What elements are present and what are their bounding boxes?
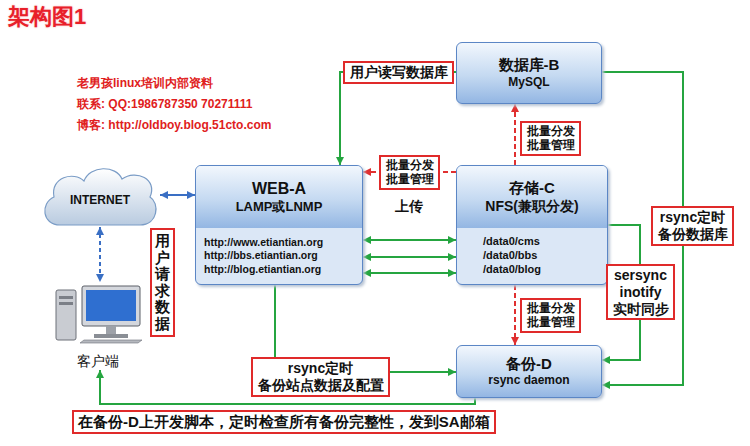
connector-label: 用户读写数据库 bbox=[343, 61, 454, 84]
box-body: /data0/cms/data0/bbs/data0/blog bbox=[457, 228, 607, 284]
connector-label: rsync定时 备份站点数据及配置 bbox=[251, 357, 390, 397]
node-title: 客户端 bbox=[50, 353, 145, 371]
watermark-text: 联系: QQ:1986787350 70271111 bbox=[75, 97, 254, 111]
connector-line bbox=[363, 256, 456, 258]
upload-note: 上传 bbox=[395, 198, 423, 215]
cloud-outline bbox=[45, 169, 156, 225]
monitor-screen bbox=[86, 290, 136, 321]
internet-cloud: INTERNET bbox=[40, 163, 160, 227]
monitor-stand bbox=[106, 326, 116, 334]
backup-box: 备份-Drsync daemon bbox=[456, 345, 602, 398]
node-title: 数据库-B bbox=[499, 56, 560, 75]
node-text: /data0/bbs bbox=[483, 249, 607, 263]
diagram-title: 架构图1 bbox=[8, 4, 86, 30]
node-text: http://bbs.etiantian.org bbox=[204, 249, 362, 262]
database-box: 数据库-BMySQL bbox=[456, 42, 602, 104]
node-text: rsync daemon bbox=[488, 373, 569, 388]
node-text: http://blog.etiantian.org bbox=[204, 263, 362, 276]
node-text: LAMP或LNMP bbox=[236, 199, 323, 215]
connector-line bbox=[514, 104, 516, 165]
connector-label: 批量分发 批量管理 bbox=[379, 155, 440, 190]
connector-label: 批量分发 批量管理 bbox=[520, 298, 581, 333]
computer-icon bbox=[50, 282, 145, 344]
watermark-text: 博客: http://oldboy.blog.51cto.com bbox=[75, 118, 273, 132]
drive-slot bbox=[59, 302, 73, 305]
box-header: 存储-CNFS(兼职分发) bbox=[457, 166, 607, 228]
computer-text-wrap: 客户端 bbox=[50, 353, 145, 371]
node-text: NFS(兼职分发) bbox=[485, 198, 578, 216]
node-text: MySQL bbox=[508, 75, 549, 90]
connector-label: 批量分发 批量管理 bbox=[520, 121, 581, 156]
connector-label: sersync inotify 实时同步 bbox=[606, 264, 675, 320]
cloud-text-wrap: INTERNET bbox=[40, 163, 160, 227]
connector-line bbox=[160, 194, 195, 196]
client-computer: 客户端 bbox=[50, 282, 145, 370]
node-text: /data0/blog bbox=[483, 263, 607, 277]
vertical-note: 用户请求数据 bbox=[150, 228, 175, 337]
web-server-box: WEB-ALAMP或LNMPhttp://www.etiantian.orght… bbox=[195, 165, 363, 285]
connector-label: rsync定时 备份数据库 bbox=[651, 206, 734, 246]
storage-box: 存储-CNFS(兼职分发)/data0/cms/data0/bbs/data0/… bbox=[456, 165, 608, 285]
monitor-frame bbox=[82, 286, 140, 326]
watermark-text: 老男孩linux培训内部资料 bbox=[75, 76, 215, 90]
connector-line bbox=[99, 227, 101, 282]
tower-case bbox=[56, 290, 76, 340]
keyboard bbox=[80, 340, 142, 343]
node-title: 备份-D bbox=[506, 355, 552, 374]
node-title: 存储-C bbox=[509, 179, 555, 198]
box-body: http://www.etiantian.orghttp://bbs.etian… bbox=[196, 228, 362, 284]
node-text: http://www.etiantian.org bbox=[204, 236, 362, 249]
footer-note: 在备份-D上开发脚本，定时检查所有备份完整性，发到SA邮箱 bbox=[72, 410, 496, 434]
connector-line bbox=[514, 285, 516, 345]
node-title: INTERNET bbox=[70, 193, 130, 208]
drive-slot bbox=[59, 296, 73, 299]
node-text: /data0/cms bbox=[483, 235, 607, 249]
monitor-base bbox=[94, 334, 128, 338]
node-title: WEB-A bbox=[252, 179, 306, 199]
connector-line bbox=[363, 239, 456, 241]
connector-line bbox=[363, 272, 456, 274]
box-header: WEB-ALAMP或LNMP bbox=[196, 166, 362, 228]
connector-line bbox=[340, 72, 456, 165]
